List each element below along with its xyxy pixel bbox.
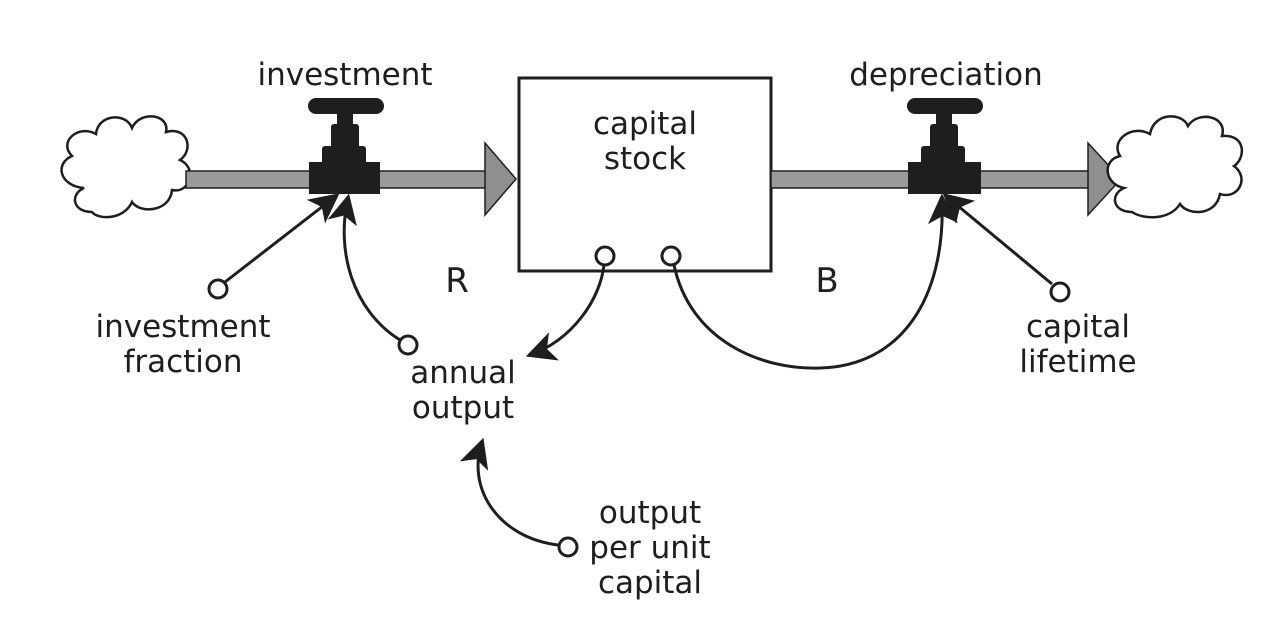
- investment-fraction-label-line1: investment: [95, 309, 271, 345]
- link-annual-output-to-investment: [327, 193, 401, 342]
- depreciation-valve-icon: [907, 98, 983, 194]
- outflow-arrowhead-icon: [1087, 141, 1123, 217]
- capital-lifetime-connector: [1049, 281, 1071, 303]
- link-capital-lifetime-to-depreciation: [942, 193, 1053, 286]
- balancing-loop-label: B: [815, 261, 839, 301]
- link-capital-stock-to-annual-output: [525, 264, 606, 361]
- capital-lifetime-label-line1: capital: [1025, 309, 1131, 345]
- annual-output-label-line1: annual: [410, 355, 516, 391]
- link-capital-stock-to-depreciation: [672, 193, 958, 370]
- output-per-unit-capital-label-line2: per unit: [589, 530, 711, 566]
- capital-stock-label-line1: capital: [592, 106, 698, 142]
- stock-out-connector-left: [594, 245, 616, 267]
- annual-output-connector: [397, 334, 419, 356]
- annual-output-label-line2: output: [411, 390, 515, 426]
- stock-out-connector-right: [660, 245, 682, 267]
- capital-lifetime-label-line2: lifetime: [1019, 344, 1137, 380]
- depreciation-flow-label: depreciation: [849, 57, 1043, 93]
- investment-fraction-label-line2: fraction: [123, 344, 243, 380]
- source-cloud-icon: [60, 115, 192, 219]
- investment-flow-label: investment: [257, 57, 433, 93]
- output-per-unit-capital-label-line1: output: [598, 495, 702, 531]
- output-per-unit-capital-connector: [557, 536, 579, 558]
- investment-valve-icon: [308, 98, 384, 194]
- link-investment-fraction-to-investment: [224, 193, 340, 284]
- investment-fraction-connector: [207, 278, 229, 300]
- output-per-unit-capital-label-line3: capital: [597, 565, 703, 601]
- inflow-arrowhead-icon: [484, 140, 517, 218]
- capital-stock-label-line2: stock: [603, 141, 687, 177]
- reinforcing-loop-label: R: [445, 261, 469, 301]
- link-output-per-unit-capital-to-annual-output: [459, 437, 559, 547]
- sink-cloud-icon: [1106, 115, 1244, 219]
